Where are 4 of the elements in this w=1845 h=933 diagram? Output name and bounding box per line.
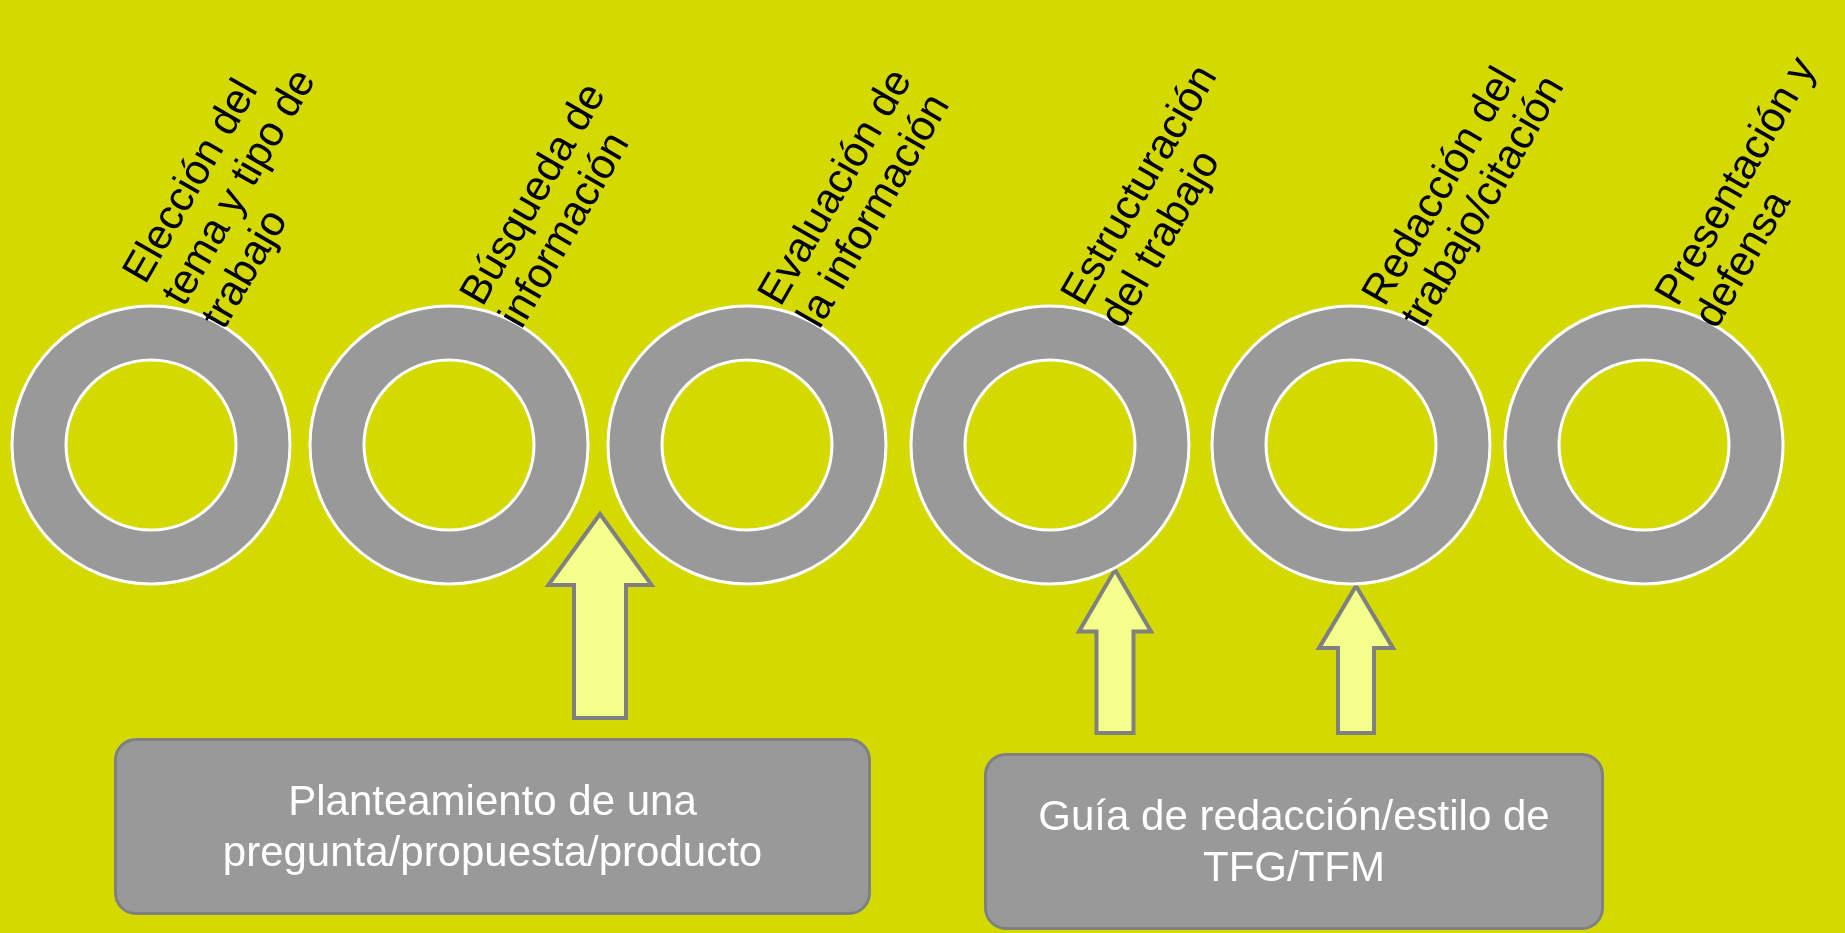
block-arrow — [1315, 582, 1397, 735]
block-arrow — [544, 510, 656, 720]
text-box: Guía de redacción/estilo de TFG/TFM — [984, 753, 1604, 930]
text-box: Planteamiento de una pregunta/propuesta/producto — [114, 738, 871, 915]
